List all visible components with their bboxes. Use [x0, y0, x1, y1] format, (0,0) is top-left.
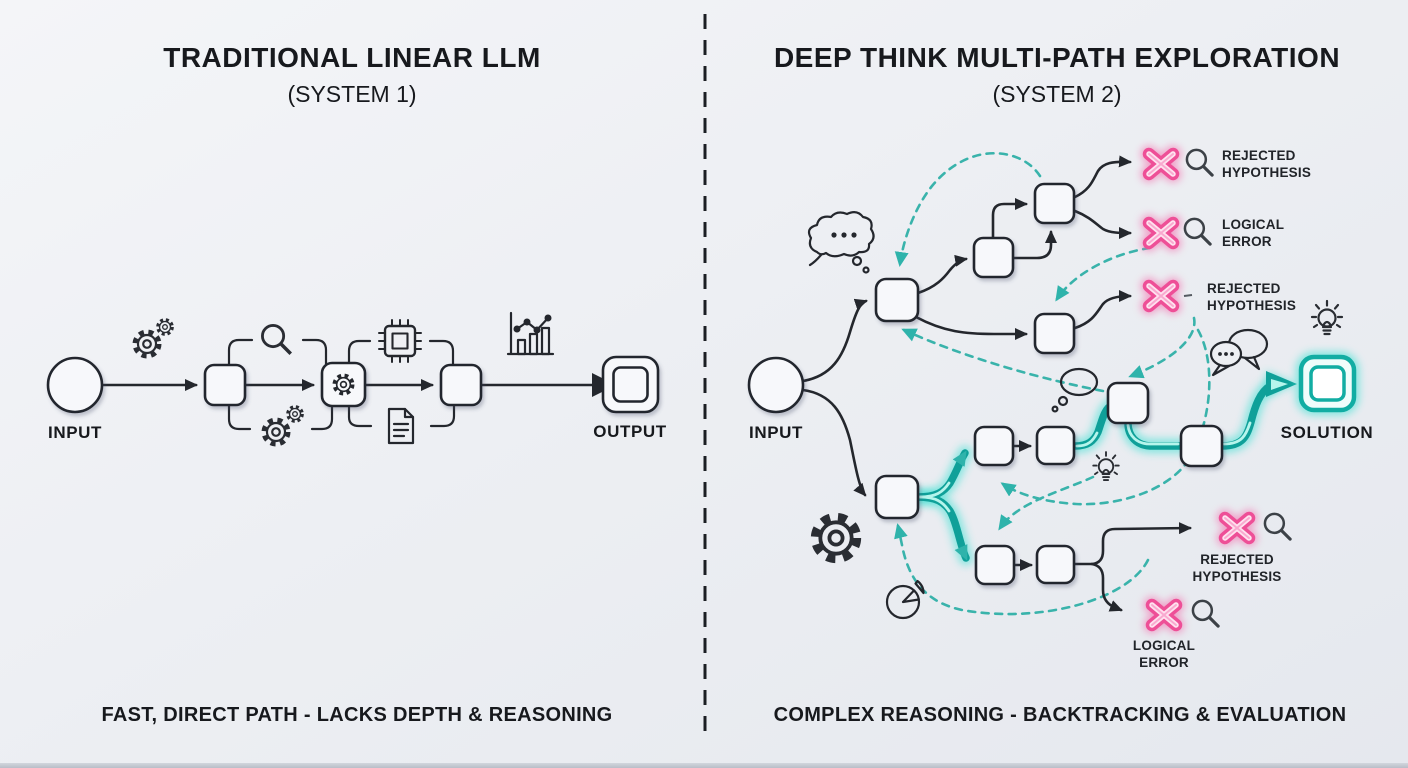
branch-connectors — [801, 155, 1192, 612]
left-panel-caption: FAST, DIRECT PATH - LACKS DEPTH & REASON… — [101, 704, 613, 726]
x-mark-icon — [1149, 154, 1173, 174]
speech-bubbles-icon — [1209, 328, 1269, 377]
backtracking-dashed-paths — [894, 152, 1211, 616]
x-mark-icon — [1149, 223, 1173, 243]
solution-glow-path — [910, 371, 1297, 566]
process-node-gear — [320, 361, 367, 408]
process-node — [974, 544, 1016, 586]
left-panel-title: TRADITIONAL LINEAR LLM — [163, 42, 541, 73]
lightbulb-icon — [1310, 299, 1344, 336]
input-node — [46, 356, 104, 414]
solution-node — [1295, 351, 1360, 416]
process-node — [972, 236, 1015, 279]
process-node — [874, 277, 920, 323]
magnifier-icon — [1183, 217, 1212, 246]
bar-chart-icon — [506, 311, 555, 356]
right-panel-caption: COMPLEX REASONING - BACKTRACKING & EVALU… — [773, 704, 1347, 726]
magnifier-icon — [1185, 148, 1214, 177]
right-panel-subtitle: (SYSTEM 2) — [992, 81, 1122, 107]
process-node — [1106, 381, 1150, 425]
output-label: OUTPUT — [593, 422, 667, 441]
gears-icon — [136, 318, 174, 355]
left-panel-subtitle: (SYSTEM 1) — [287, 81, 417, 107]
input-node — [747, 356, 805, 414]
process-node — [439, 363, 483, 407]
chip-icon — [378, 319, 422, 363]
tick-dash — [1183, 294, 1193, 297]
x-mark-icon — [1149, 286, 1173, 306]
process-node — [1179, 424, 1224, 468]
annotation-rejected-hypothesis: REJECTED HYPOTHESIS — [1222, 148, 1312, 180]
input-label: INPUT — [749, 423, 803, 442]
document-icon — [387, 407, 415, 445]
input-label: INPUT — [48, 423, 102, 442]
thought-cloud-icon — [807, 210, 875, 274]
annotation-rejected-hypothesis: REJECTED HYPOTHESIS — [1207, 281, 1297, 313]
process-node — [1033, 182, 1076, 225]
thought-bubble-icon — [1051, 367, 1099, 413]
right-panel-title: DEEP THINK MULTI-PATH EXPLORATION — [773, 42, 1341, 73]
branch-brackets — [227, 338, 456, 431]
process-node — [874, 474, 920, 520]
magnifier-icon — [260, 323, 293, 356]
annotation-logical-error: LOGICAL ERROR — [1132, 638, 1196, 670]
left-flow-diagram — [46, 311, 660, 445]
output-node-inner — [612, 366, 649, 403]
solution-label: SOLUTION — [1280, 423, 1374, 442]
process-node — [1035, 425, 1076, 466]
process-node — [203, 363, 247, 407]
lightbulb-icon — [1092, 451, 1120, 481]
magnifier-icon — [1191, 599, 1220, 628]
annotation-logical-error: LOGICAL ERROR — [1222, 217, 1285, 249]
gears-icon — [265, 405, 304, 443]
pie-chart-icon — [885, 579, 925, 620]
x-mark-icon — [1225, 518, 1249, 538]
gear-icon — [816, 518, 856, 558]
x-mark-icon — [1152, 605, 1176, 625]
process-node — [1033, 312, 1076, 355]
process-node — [973, 425, 1015, 467]
process-node — [1035, 544, 1076, 585]
annotation-rejected-hypothesis: REJECTED HYPOTHESIS — [1192, 552, 1282, 584]
magnifier-icon — [1263, 512, 1292, 541]
right-flow-diagram — [747, 148, 1360, 628]
bottom-edge-strip — [0, 763, 1408, 768]
